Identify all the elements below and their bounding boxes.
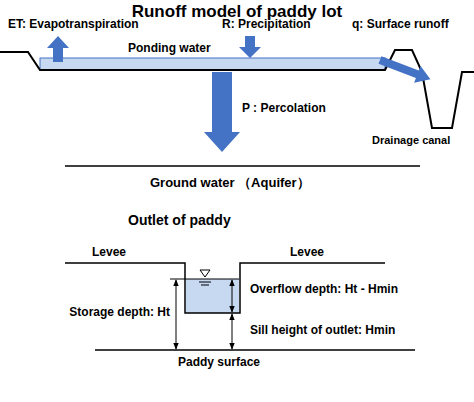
surface-label: Paddy surface [178, 356, 260, 370]
sill-dimension [232, 314, 233, 349]
dimension-label: Overflow depth: Ht - Hmin [250, 283, 398, 297]
ponding-water [40, 58, 385, 70]
flux-label: P : Percolation [242, 102, 326, 116]
dimension-label: Sill height of outlet: Hmin [250, 324, 395, 338]
r-arrow [239, 36, 261, 58]
ground-profile [0, 50, 474, 128]
dimension-label: Storage depth: Ht [69, 306, 170, 320]
paddy-surface-line [95, 349, 415, 351]
q-arrow [377, 52, 434, 88]
canal-label: Drainage canal [372, 134, 450, 147]
water-symbol [200, 270, 210, 277]
aquifer-label: Ground water （Aquifer） [150, 176, 310, 191]
et-arrow [47, 36, 69, 62]
flux-label: q: Surface runoff [352, 18, 449, 32]
flux-label: ET: Evapotranspiration [8, 18, 139, 32]
water-surface [186, 279, 239, 280]
storage-dimension [176, 280, 177, 349]
title: Runoff model of paddy lot [0, 2, 474, 22]
overflow-dimension [232, 280, 233, 312]
extension-line [170, 279, 186, 280]
levee-label: Levee [290, 246, 324, 260]
levee-label: Levee [92, 246, 126, 260]
aquifer-line [65, 165, 420, 167]
water-label: Ponding water [128, 42, 211, 56]
outlet-water [186, 279, 239, 313]
section-heading: Outlet of paddy [128, 212, 231, 228]
water-symbol-lines [199, 282, 211, 285]
p-arrow [204, 72, 240, 152]
